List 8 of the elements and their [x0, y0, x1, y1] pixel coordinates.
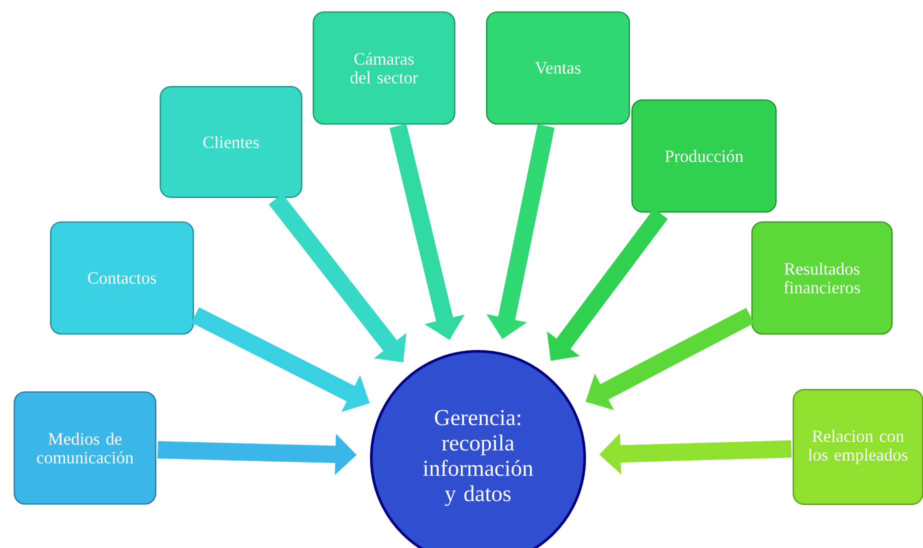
source-box: Resultados financieros — [751, 221, 893, 335]
source-box: Contactos — [50, 221, 194, 335]
source-box: Ventas — [486, 11, 630, 125]
source-box: Producción — [631, 99, 777, 213]
source-box: Medios de comunicación — [14, 391, 156, 505]
source-box: Cámaras del sector — [312, 11, 456, 125]
source-box: Relacion con los empleados — [792, 388, 923, 505]
source-box: Clientes — [160, 86, 302, 198]
